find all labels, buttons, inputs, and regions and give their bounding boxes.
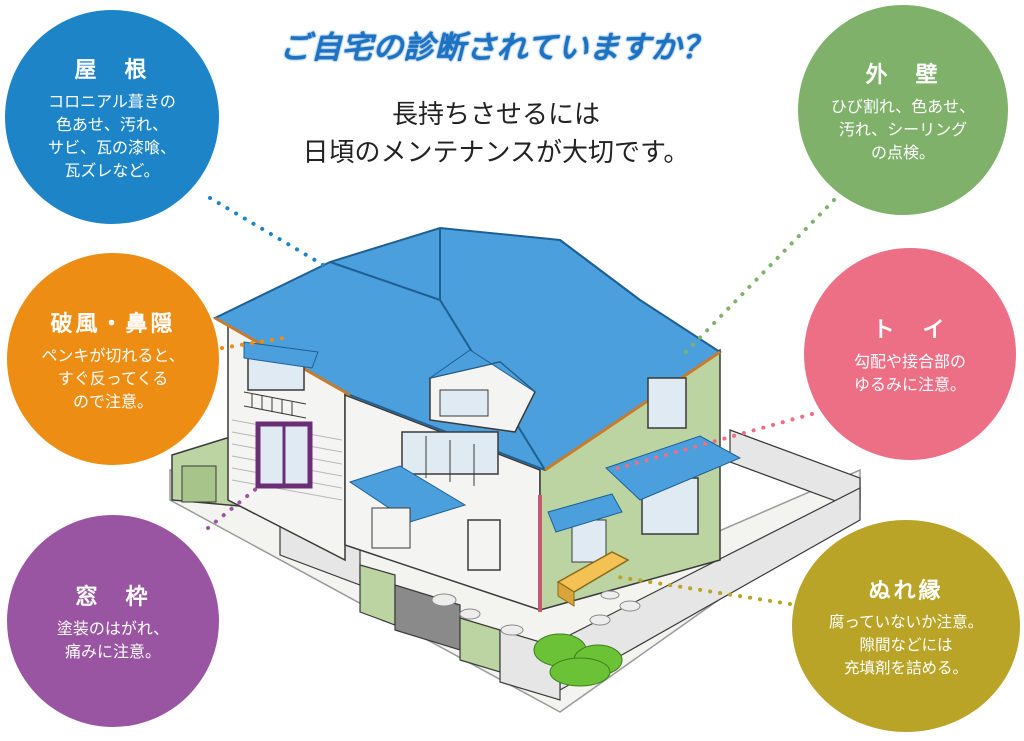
wall-title: 外 壁 xyxy=(865,62,941,88)
subtitle: 長持ちさせるには 日頃のメンテナンスが大切です。 xyxy=(256,96,736,172)
front-door xyxy=(467,519,501,571)
wall-description: ひび割れ、色あせ、 汚れ、シーリング の点検。 xyxy=(830,96,976,162)
bargeboard-description: ペンキが切れると、 すぐ反ってくる ので注意。 xyxy=(41,345,185,411)
headline: ご自宅の診断されていますか？ xyxy=(276,27,716,70)
roof-title: 屋 根 xyxy=(74,58,150,83)
subtitle-line-1: 長持ちさせるには xyxy=(391,100,600,130)
right-upper-window xyxy=(647,377,687,429)
bargeboard-point: 破風・鼻隠 ペンキが切れると、 すぐ反ってくる ので注意。 xyxy=(7,253,219,465)
gutter-title: ト イ xyxy=(872,318,948,343)
wall-point: 外 壁 ひび割れ、色あせ、 汚れ、シーリング の点検。 xyxy=(798,5,1008,215)
veranda-point: ぬれ縁 腐っていないか注意。 隙間などには 充填剤を詰める。 xyxy=(792,520,1020,732)
roof-description: コロニアル葺きの 色あせ、汚れ、 サビ、瓦の漆喰、 瓦ズレなど。 xyxy=(47,92,176,180)
garden-bush xyxy=(533,633,623,687)
stepping-stones xyxy=(431,590,641,636)
left-gate xyxy=(181,465,217,503)
gutter-point: ト イ 勾配や接合部の ゆるみに注意。 xyxy=(804,248,1016,460)
window-frame-point: 窓 枠 塗装のはがれ、 痛みに注意。 xyxy=(7,515,219,727)
veranda-title: ぬれ縁 xyxy=(868,578,944,604)
leader-lines xyxy=(206,196,836,606)
side-window xyxy=(571,519,607,563)
lattice-window xyxy=(371,507,411,549)
gutter-description: 勾配や接合部の ゆるみに注意。 xyxy=(853,352,966,394)
window-frame-title: 窓 枠 xyxy=(75,585,151,610)
window-frame-description: 塗装のはがれ、 痛みに注意。 xyxy=(56,619,170,661)
balcony-rail xyxy=(243,391,307,419)
veranda-description: 腐っていないか注意。 隙間などには 充填剤を詰める。 xyxy=(828,612,984,677)
roof-point: 屋 根 コロニアル葺きの 色あせ、汚れ、 サビ、瓦の漆喰、 瓦ズレなど。 xyxy=(5,10,219,224)
bargeboard-title: 破風・鼻隠 xyxy=(50,311,176,337)
subtitle-line-2: 日頃のメンテナンスが大切です。 xyxy=(302,138,690,168)
right-awning xyxy=(605,435,742,501)
